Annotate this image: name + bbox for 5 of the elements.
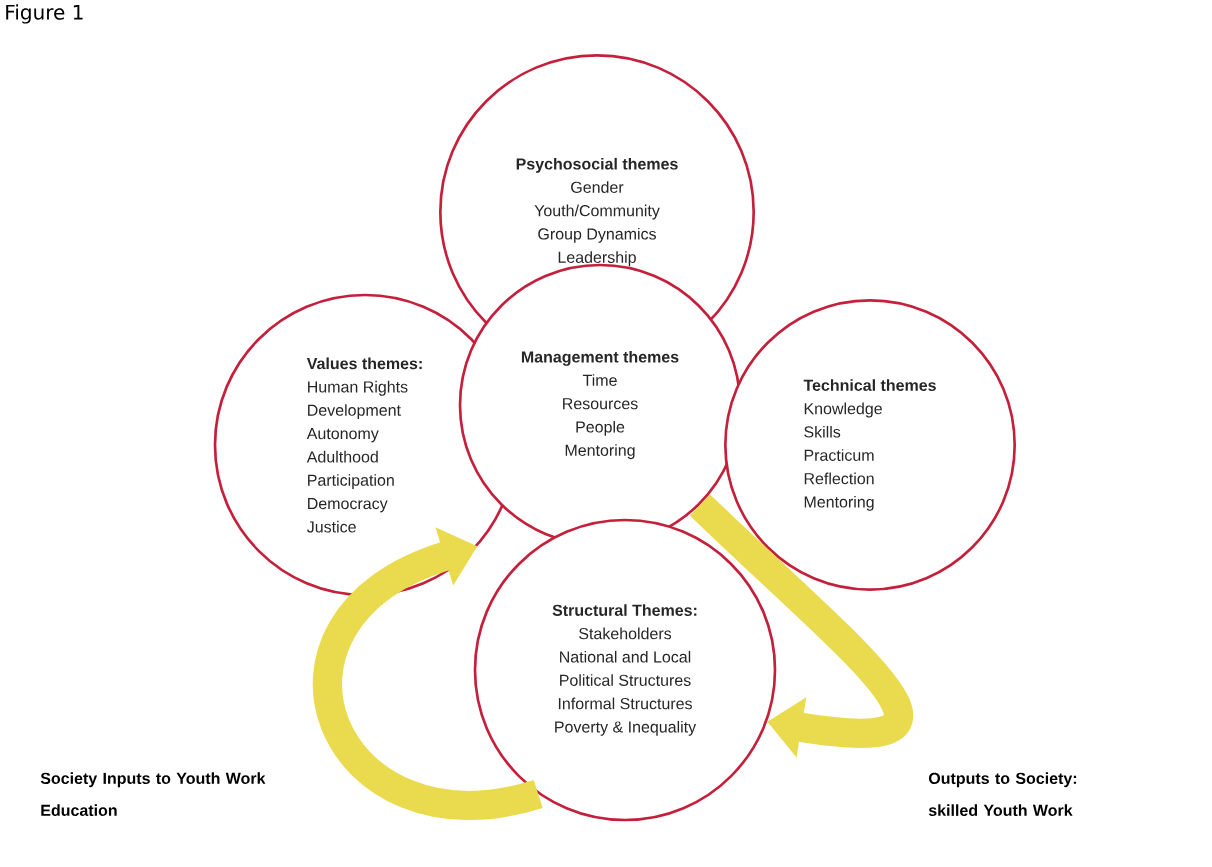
figure-title: Figure 1 [6,4,83,24]
curved-arrow [689,494,913,758]
side-note: Outputs to Society: skilled Youth Work [928,772,1077,816]
side-note: Society Inputs to Youth Work Education [40,772,266,816]
curved-arrow [313,527,542,819]
